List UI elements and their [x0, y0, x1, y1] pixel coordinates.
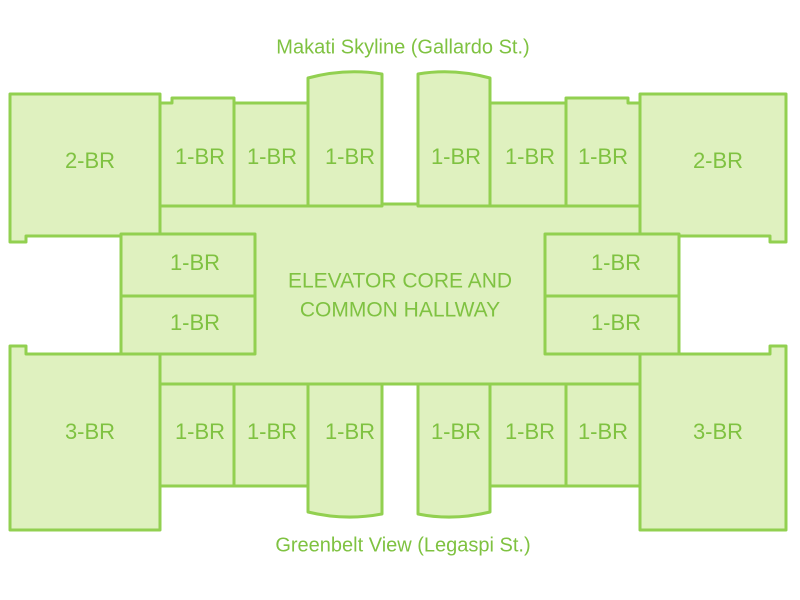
unit-1br-right-2 — [543, 294, 681, 356]
label-1br-right-1: 1-BR — [591, 250, 641, 275]
core-label-line1: ELEVATOR CORE AND — [288, 270, 512, 293]
label-1br-bottom-6: 1-BR — [578, 419, 628, 444]
unit-1br-top-5 — [488, 101, 568, 208]
core-label-line2: COMMON HALLWAY — [300, 299, 500, 322]
unit-3br-bottom-right — [638, 344, 788, 532]
label-1br-left-2: 1-BR — [170, 310, 220, 335]
label-3br-bottom-right: 3-BR — [693, 419, 743, 444]
label-2br-top-left: 2-BR — [65, 148, 115, 173]
unit-2br-top-left — [8, 92, 162, 244]
label-1br-bottom-5: 1-BR — [505, 419, 555, 444]
unit-1br-bottom-4 — [416, 382, 492, 519]
unit-1br-top-3 — [306, 70, 384, 208]
unit-1br-left-2 — [119, 294, 257, 356]
unit-1br-top-4 — [416, 70, 492, 208]
label-1br-top-5: 1-BR — [505, 144, 555, 169]
label-1br-top-2: 1-BR — [247, 144, 297, 169]
label-1br-top-1: 1-BR — [175, 144, 225, 169]
unit-1br-bottom-3 — [306, 382, 384, 519]
label-1br-top-4: 1-BR — [431, 144, 481, 169]
label-1br-top-6: 1-BR — [578, 144, 628, 169]
unit-1br-top-1 — [158, 96, 236, 208]
unit-1br-bottom-6 — [564, 382, 642, 488]
label-3br-bottom-left: 3-BR — [65, 419, 115, 444]
label-1br-top-3: 1-BR — [325, 144, 375, 169]
label-1br-bottom-4: 1-BR — [431, 419, 481, 444]
label-1br-bottom-1: 1-BR — [175, 419, 225, 444]
label-2br-top-right: 2-BR — [693, 148, 743, 173]
label-1br-bottom-3: 1-BR — [325, 419, 375, 444]
label-1br-left-1: 1-BR — [170, 250, 220, 275]
label-1br-right-2: 1-BR — [591, 310, 641, 335]
view-label-top: Makati Skyline (Gallardo St.) — [276, 36, 529, 58]
view-label-bottom: Greenbelt View (Legaspi St.) — [275, 534, 530, 556]
unit-1br-top-6 — [564, 96, 642, 208]
unit-1br-bottom-2 — [232, 382, 310, 488]
unit-1br-top-2 — [232, 101, 310, 208]
unit-1br-right-1 — [543, 232, 681, 298]
label-1br-bottom-2: 1-BR — [247, 419, 297, 444]
